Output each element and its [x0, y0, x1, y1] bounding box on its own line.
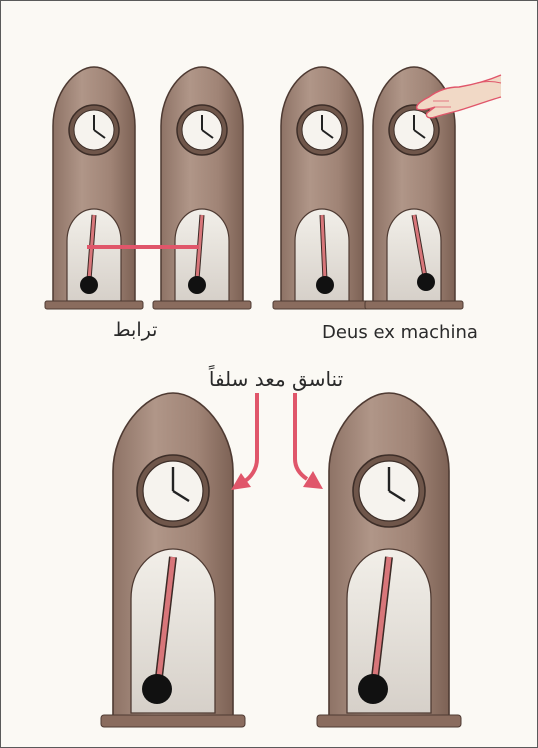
pendulum-window-1: [67, 209, 121, 301]
label-preestablished-harmony: تناسق معد سلفاً: [196, 367, 356, 391]
arrow-icon: [231, 393, 257, 490]
clock-bottom-left: [101, 393, 245, 727]
pendulum-window-6: [347, 549, 431, 713]
clock-face-2: [177, 105, 227, 155]
pendulum-window-3: [295, 209, 349, 301]
clock-bottom-right: [317, 393, 461, 727]
pendulum-window-4: [387, 209, 441, 301]
clock-face-6: [353, 455, 425, 527]
clock-face-3: [297, 105, 347, 155]
label-deus-ex-machina: Deus ex machina: [322, 322, 478, 343]
clock-face-5: [137, 455, 209, 527]
label-coupled: ترابط: [113, 319, 157, 341]
clock-top-1: [45, 67, 143, 309]
arrow-icon: [295, 393, 323, 489]
clock-top-3: [273, 67, 371, 309]
clock-top-2: [153, 67, 251, 309]
pendulum-window-2: [175, 209, 229, 301]
clock-face-1: [69, 105, 119, 155]
pendulum-window-5: [131, 549, 215, 713]
